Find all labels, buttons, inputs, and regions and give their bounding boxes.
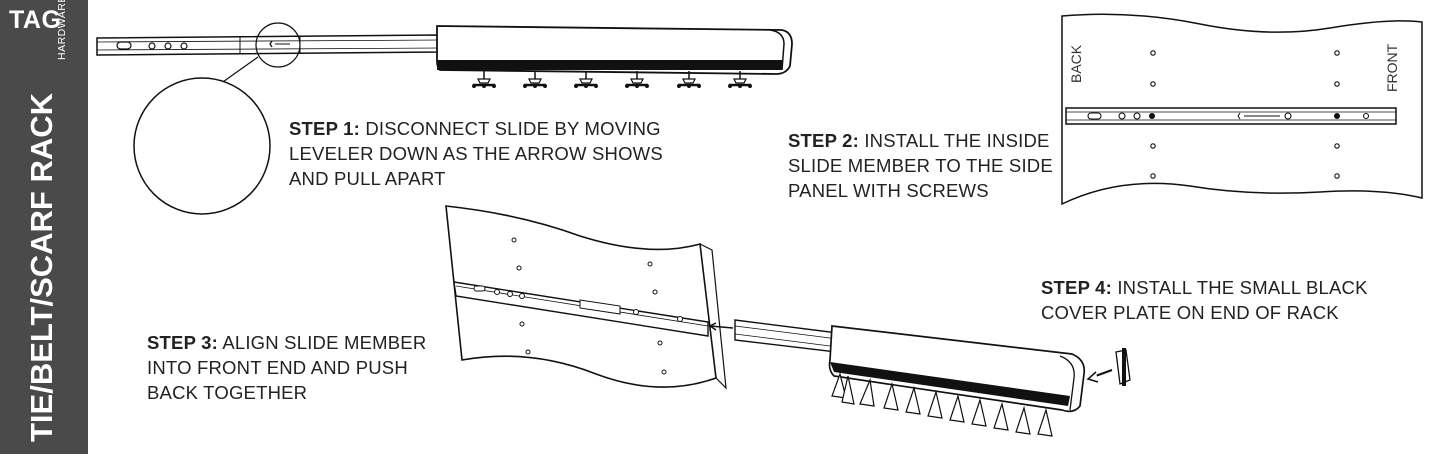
step2-panel-illustration: BACK FRONT (1061, 13, 1423, 206)
step1-text: DISCONNECT SLIDE BY MOVING LEVELER DOWN … (289, 118, 663, 189)
brand-logo: TAG (9, 6, 62, 34)
step1-instruction: STEP 1: DISCONNECT SLIDE BY MOVING LEVEL… (289, 116, 699, 191)
step3-text: ALIGN SLIDE MEMBER INTO FRONT END AND PU… (147, 332, 427, 403)
step3-label: STEP 3: (147, 332, 218, 353)
step1-rack-illustration (96, 22, 793, 215)
step3-panel-illustration (445, 205, 1131, 437)
panel-back-label: BACK (1068, 44, 1084, 83)
step2-label: STEP 2: (788, 130, 859, 151)
step4-label: STEP 4: (1041, 277, 1112, 298)
step1-label: STEP 1: (289, 118, 360, 139)
step4-text: INSTALL THE SMALL BLACK COVER PLATE ON E… (1041, 277, 1368, 323)
panel-front-label: FRONT (1384, 43, 1400, 92)
step2-text: INSTALL THE INSIDE SLIDE MEMBER TO THE S… (788, 130, 1053, 201)
step2-instruction: STEP 2: INSTALL THE INSIDE SLIDE MEMBER … (788, 128, 1058, 203)
step3-instruction: STEP 3: ALIGN SLIDE MEMBER INTO FRONT EN… (147, 330, 447, 405)
step4-instruction: STEP 4: INSTALL THE SMALL BLACK COVER PL… (1041, 275, 1381, 325)
sidebar: TAG HARDWARE TIE/BELT/SCARF RACK (0, 0, 88, 454)
